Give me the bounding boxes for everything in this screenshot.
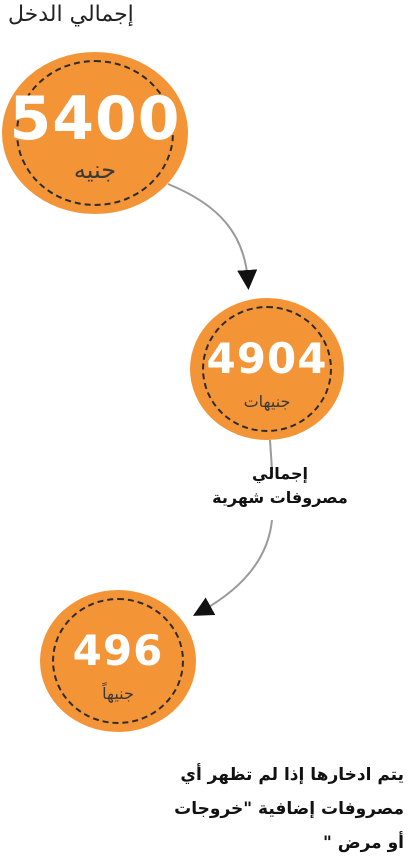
income-node-dashed-ring: [16, 60, 174, 206]
expenses-node-dashed-ring: [202, 306, 332, 432]
savings-note-line3: أو مرض ": [322, 833, 404, 853]
income-value: 5400: [9, 84, 181, 154]
expenses-value: 4904: [206, 334, 328, 383]
savings-note: يتم ادخارها إذا لم تظهر أي مصروفات إضافي…: [104, 758, 404, 860]
savings-note-line2: مصروفات إضافية "خروجات: [174, 799, 404, 819]
arrow-expenses-to-savings: [269, 439, 273, 471]
savings-unit: جنيهاً: [102, 684, 134, 703]
arrow-expenses-to-savings-tail: [192, 519, 273, 616]
diagram-title: إجمالي الدخل: [8, 2, 134, 27]
edge-label-line1: إجمالي: [252, 464, 308, 483]
edge-label: إجمالي مصروفات شهرية: [180, 462, 380, 510]
savings-note-line1: يتم ادخارها إذا لم تظهر أي: [180, 765, 404, 785]
savings-value: 496: [72, 626, 164, 675]
expenses-node: 4904 جنيهات: [190, 298, 344, 440]
edge-label-line2: مصروفات شهرية: [212, 488, 348, 507]
income-node: 5400 جنيه: [2, 52, 188, 214]
savings-node: 496 جنيهاً: [40, 590, 196, 732]
expenses-unit: جنيهات: [243, 392, 291, 411]
savings-node-dashed-ring: [52, 598, 184, 724]
arrow-income-to-expenses: [167, 183, 258, 290]
income-unit: جنيه: [73, 156, 117, 184]
